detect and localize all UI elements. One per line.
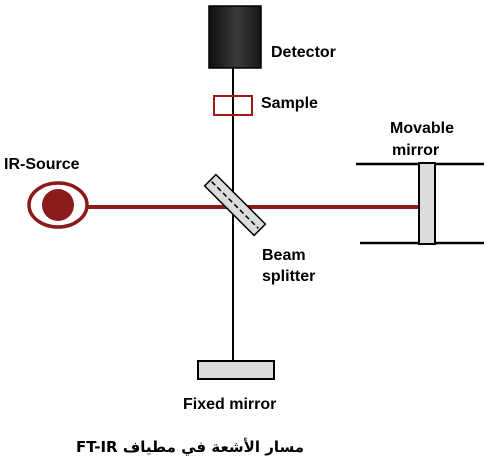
sample-label: Sample — [261, 95, 318, 112]
beam-splitter-label-line1: Beam — [262, 247, 306, 264]
beam-splitter — [203, 173, 267, 237]
movable-mirror — [418, 162, 436, 245]
movable-mirror-label-line2: mirror — [392, 142, 439, 159]
ir-source-label: IR-Source — [4, 156, 80, 173]
sample-cell — [213, 95, 253, 116]
detector — [208, 5, 262, 69]
movable-mirror-label-line1: Movable — [390, 120, 454, 137]
figure-caption: مسار الأشعة في مطياف FT-IR — [76, 438, 304, 456]
beam-splitter-label-line2: splitter — [262, 268, 315, 285]
ir-source — [27, 181, 89, 229]
fixed-mirror-label: Fixed mirror — [183, 396, 276, 413]
fixed-mirror — [197, 360, 275, 380]
detector-label: Detector — [271, 44, 336, 61]
